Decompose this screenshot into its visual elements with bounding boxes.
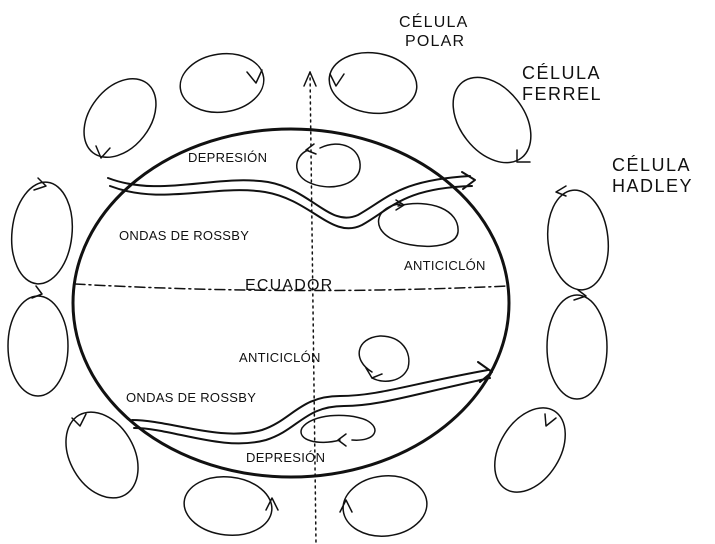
depression-north-vortex [297,144,360,187]
cell-loop [51,399,152,511]
rotation-axis [310,72,316,544]
rossby-south-label: ONDAS DE ROSSBY [126,390,256,405]
earth-globe [73,129,509,477]
hadley-cell-label-line1: CÉLULA [612,155,691,175]
anticyclone-south-label: ANTICICLÓN [239,350,321,365]
cell-loop [181,473,275,540]
depression-south-vortex [301,415,375,446]
anticyclone-south-vortex [359,336,409,381]
polar-cell-label-line1: CÉLULA [399,12,468,31]
cell-arrow-icon [545,414,556,426]
ferrel-cell-label-line2: FERREL [522,84,602,104]
depression-south-label: DEPRESIÓN [246,450,325,465]
cell-loop [8,296,68,396]
rossby-north-label: ONDAS DE ROSSBY [119,228,249,243]
cell-arrow-icon [247,70,262,83]
cell-loop [543,187,613,293]
depression-north-label: DEPRESIÓN [188,150,267,165]
polar-cell-label-line2: POLAR [405,33,465,50]
ferrel-cell-label-line1: CÉLULA [522,63,601,83]
cell-loop [69,65,170,171]
cell-loop [176,48,267,117]
cell-loop [340,472,430,540]
anticyclone-north-vortex [379,200,459,246]
anticyclone-north-label: ANTICICLÓN [404,258,486,273]
equator-label: ECUADOR [245,277,333,294]
cell-arrow-icon [340,500,352,512]
hadley-cell-label-line2: HADLEY [612,176,693,196]
cell-loop [480,395,580,505]
cell-loop [325,47,420,119]
cell-loop [547,295,607,399]
rossby-waves-north [108,172,475,228]
cell-arrow-icon [330,74,344,86]
cell-loop [7,179,77,287]
cell-arrow-icon [556,186,566,196]
